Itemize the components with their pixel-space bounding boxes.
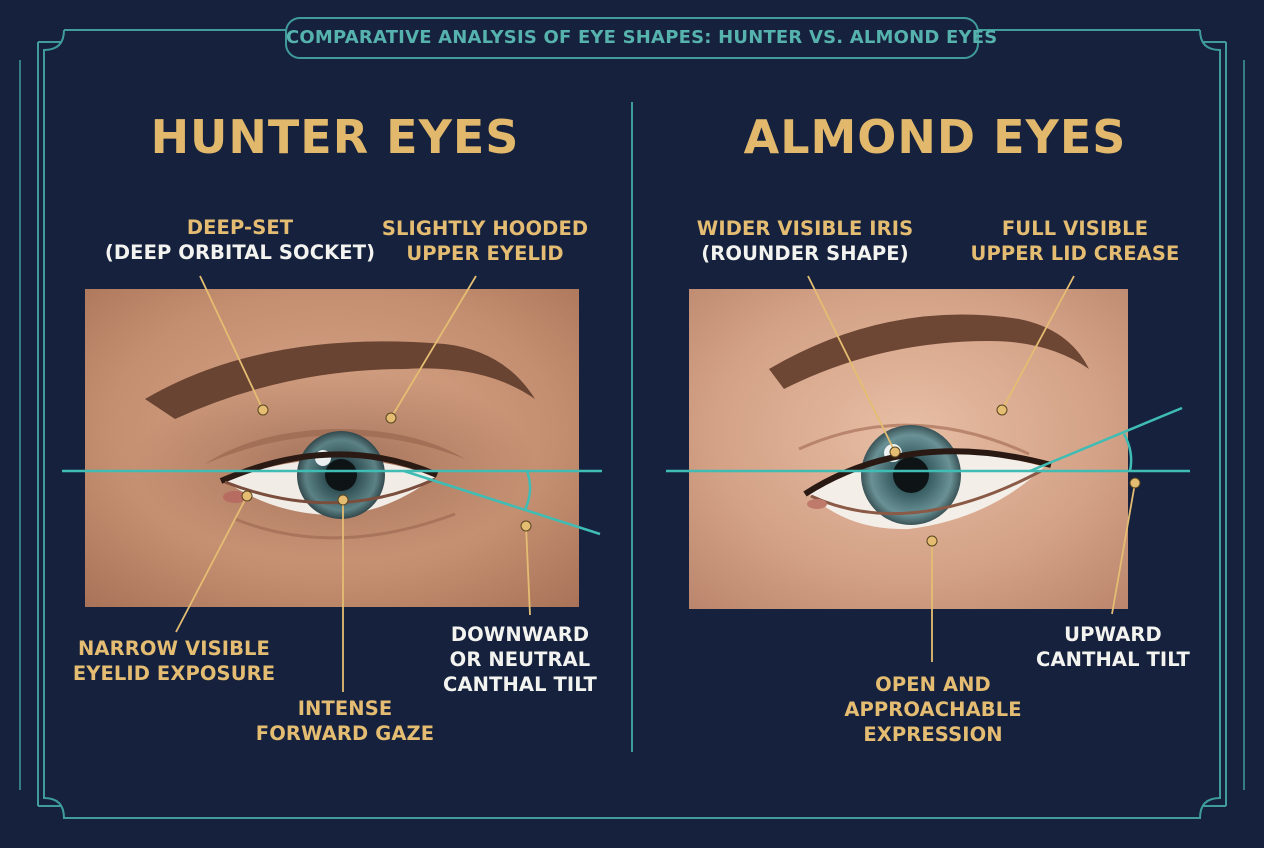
deep-set-label-line2: (DEEP ORBITAL SOCKET) [104, 241, 376, 264]
crease-label-line1: FULL VISIBLE [1001, 217, 1149, 240]
crease-label-line2: UPPER LID CREASE [970, 242, 1180, 265]
pupil [893, 457, 929, 493]
gaze-label-line1: INTENSE [297, 697, 393, 720]
page-title: COMPARATIVE ANALYSIS OF EYE SHAPES: HUNT… [286, 27, 998, 48]
almond-tilt-label-line1: UPWARD [1064, 623, 1162, 646]
upper-lash-line [803, 448, 1052, 497]
hunter-tilt-label-line2: OR NEUTRAL [449, 648, 591, 671]
almond-eyes-heading: ALMOND EYES [743, 110, 1127, 164]
almond-tilt-label-line2: CANTHAL TILT [1036, 648, 1190, 671]
hunter-eye-illustration [85, 289, 579, 607]
narrow-label-line1: NARROW VISIBLE [78, 637, 270, 660]
hooded-label-line1: SLIGHTLY HOODED [381, 217, 589, 240]
hunter-tilt-label-line3: CANTHAL TILT [443, 673, 597, 696]
open-label-line3: EXPRESSION [863, 723, 1003, 746]
narrow-label-line2: EYELID EXPOSURE [72, 662, 276, 685]
open-label-line2: APPROACHABLE [844, 698, 1022, 721]
iris-label-line1: WIDER VISIBLE IRIS [696, 217, 914, 240]
gaze-label-line2: FORWARD GAZE [255, 722, 435, 745]
hunter-eyes-heading: HUNTER EYES [150, 110, 520, 164]
hunter-tilt-label-line1: DOWNWARD [450, 623, 590, 646]
pupil [325, 459, 357, 491]
almond-eye-illustration [689, 289, 1128, 609]
deep-set-label-line1: DEEP-SET [186, 216, 294, 239]
hooded-label-line2: UPPER EYELID [406, 242, 564, 265]
iris-label-line2: (ROUNDER SHAPE) [701, 242, 909, 265]
open-label-line1: OPEN AND [875, 673, 991, 696]
